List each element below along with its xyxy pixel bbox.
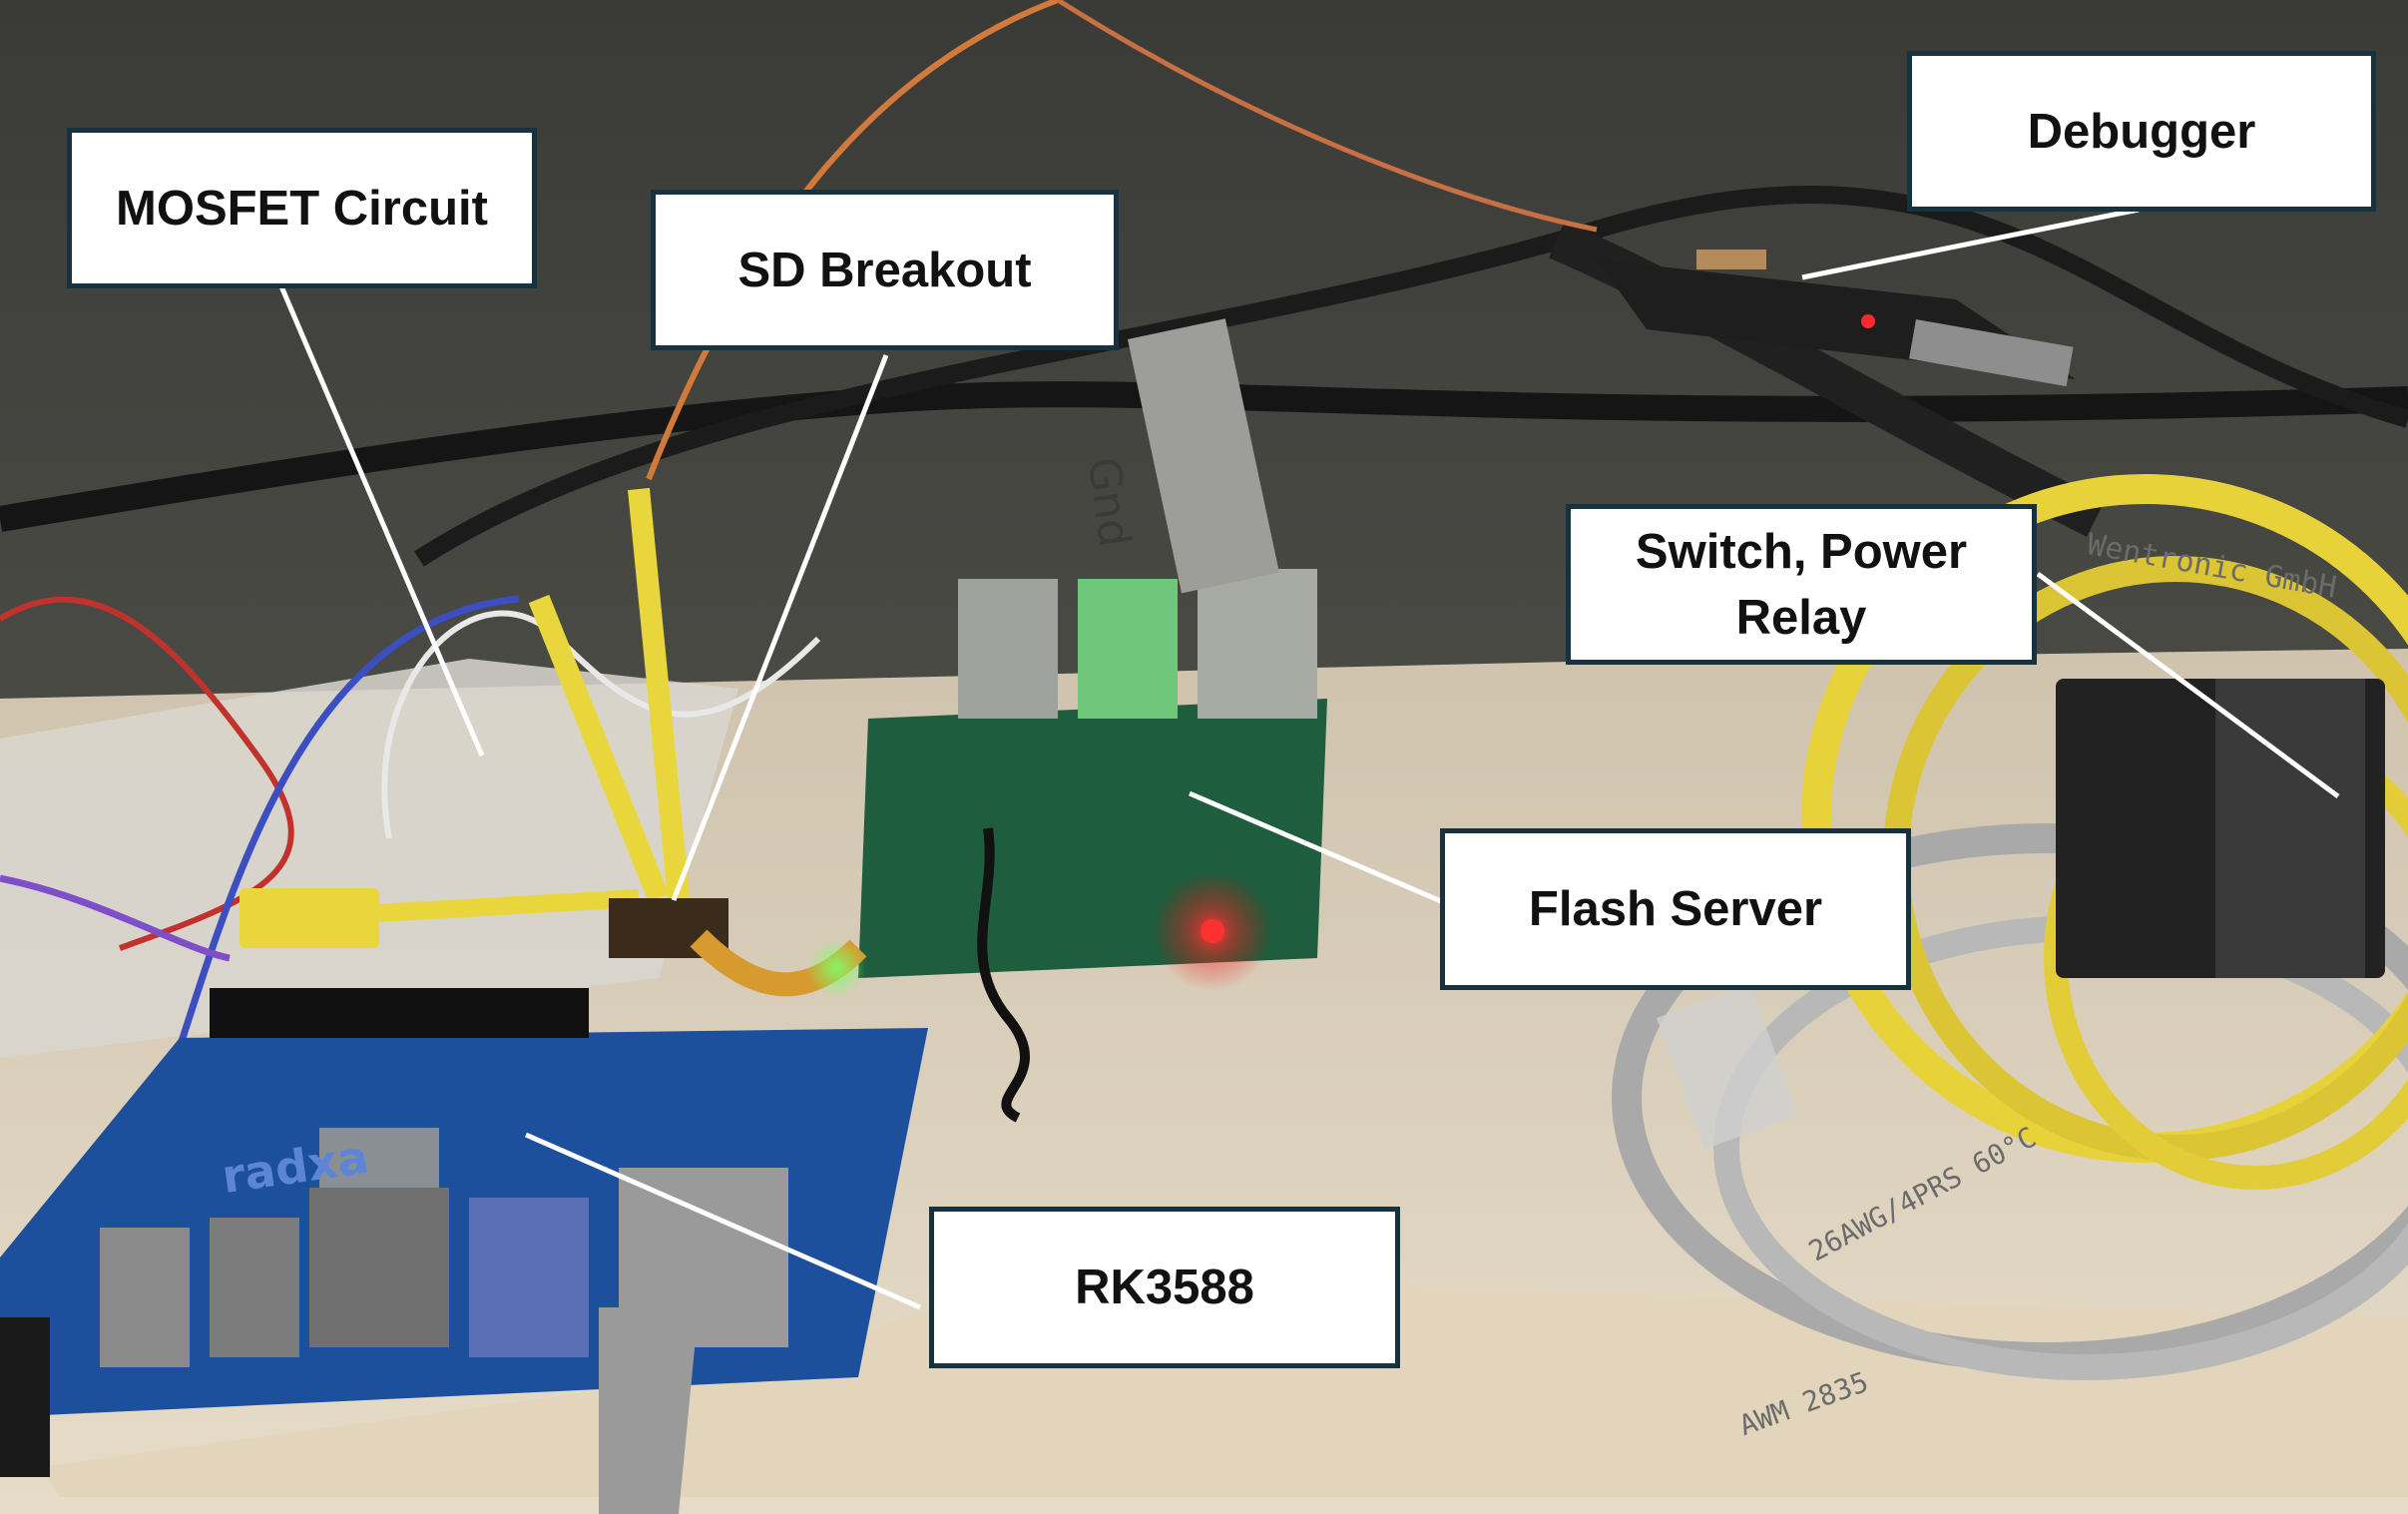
mosfet-circuit-label: MOSFET Circuit — [67, 128, 537, 288]
flash-server-label: Flash Server — [1440, 828, 1911, 990]
debugger-label: Debugger — [1907, 51, 2376, 212]
rk3588-label-text: RK3588 — [1075, 1261, 1254, 1314]
switch-power-relay-label-text: Switch, Power Relay — [1635, 524, 1968, 645]
mosfet-circuit-label-text: MOSFET Circuit — [116, 181, 488, 236]
power-relay-box — [2056, 679, 2385, 978]
orange-wire — [1056, 0, 1598, 233]
debugger-device — [1597, 250, 2076, 387]
switch-power-relay-label: Switch, Power Relay — [1566, 504, 2037, 665]
flash-server-board — [858, 318, 1327, 991]
twisted-black-wire — [977, 827, 1030, 1123]
purple-wire — [0, 874, 231, 962]
sd-breakout-label-text: SD Breakout — [737, 243, 1032, 297]
flash-server-label-text: Flash Server — [1528, 882, 1823, 936]
rk3588-label: RK3588 — [929, 1207, 1400, 1368]
debugger-label-text: Debugger — [2027, 104, 2256, 159]
sd-breakout-label: SD Breakout — [651, 190, 1119, 350]
white-sheet — [0, 659, 738, 1058]
